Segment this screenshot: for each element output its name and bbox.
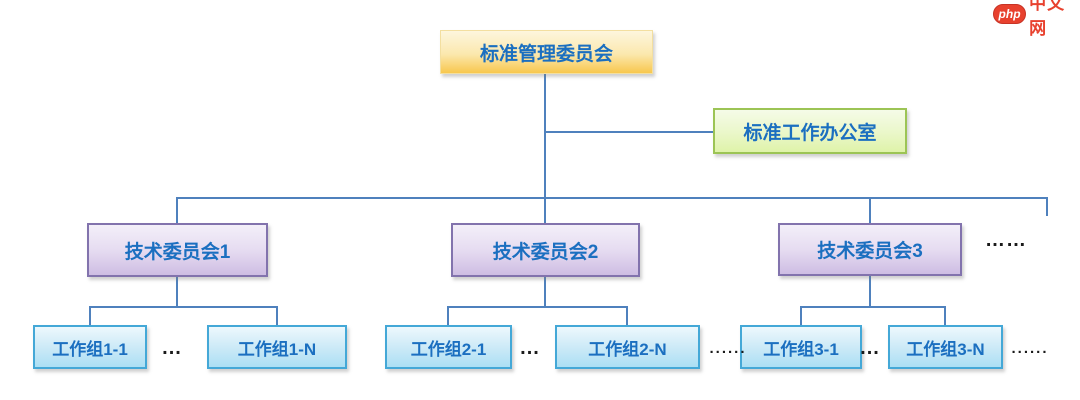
connector-drop-workgroup-1-N [276, 306, 278, 325]
php-logo-badge: php [993, 4, 1027, 24]
connector-committee-3-vertical [869, 276, 871, 308]
node-workgroup-2-1: 工作组2-1 [385, 325, 512, 369]
connector-committee-2-vertical [544, 277, 546, 308]
node-technical-committee-2: 技术委员会2 [451, 223, 640, 277]
node-standards-work-office: 标准工作办公室 [713, 108, 907, 154]
ellipsis-more-workgroups-2: ...... [709, 339, 747, 357]
connector-committee-3-bus [800, 306, 946, 308]
connector-root-vertical [544, 74, 546, 198]
node-workgroup-1-N: 工作组1-N [207, 325, 347, 369]
connector-distribution-line [176, 197, 1048, 199]
node-workgroup-2-N: 工作组2-N [555, 325, 700, 369]
connector-drop-workgroup-1-1 [89, 306, 91, 325]
php-logo-text: 中文网 [1029, 0, 1066, 38]
connector-committee-2-bus [447, 306, 628, 308]
connector-drop-workgroup-2-1 [447, 306, 449, 325]
connector-stub-more-committees [1046, 197, 1048, 216]
ellipsis-more-workgroups-3: ...... [1011, 339, 1049, 357]
connector-drop-workgroup-3-N [944, 306, 946, 325]
connector-drop-workgroup-3-1 [800, 306, 802, 325]
connector-committee-1-vertical [176, 277, 178, 308]
node-workgroup-3-1: 工作组3-1 [740, 325, 862, 369]
ellipsis-workgroups-1: ... [162, 336, 182, 359]
connector-office-branch [545, 131, 713, 133]
ellipsis-workgroups-3: ... [860, 336, 880, 359]
ellipsis-more-committees: …… [985, 228, 1027, 251]
connector-committee-1-bus [89, 306, 278, 308]
node-workgroup-1-1: 工作组1-1 [33, 325, 147, 369]
connector-drop-committee-2 [544, 197, 546, 223]
connector-drop-committee-3 [869, 197, 871, 223]
node-standards-management-committee: 标准管理委员会 [440, 30, 653, 74]
connector-drop-workgroup-2-N [626, 306, 628, 325]
node-technical-committee-3: 技术委员会3 [778, 223, 962, 276]
node-technical-committee-1: 技术委员会1 [87, 223, 268, 277]
node-workgroup-3-N: 工作组3-N [888, 325, 1003, 369]
connector-drop-committee-1 [176, 197, 178, 223]
php-cn-logo: php 中文网 [993, 0, 1080, 38]
ellipsis-workgroups-2: ... [520, 336, 540, 359]
